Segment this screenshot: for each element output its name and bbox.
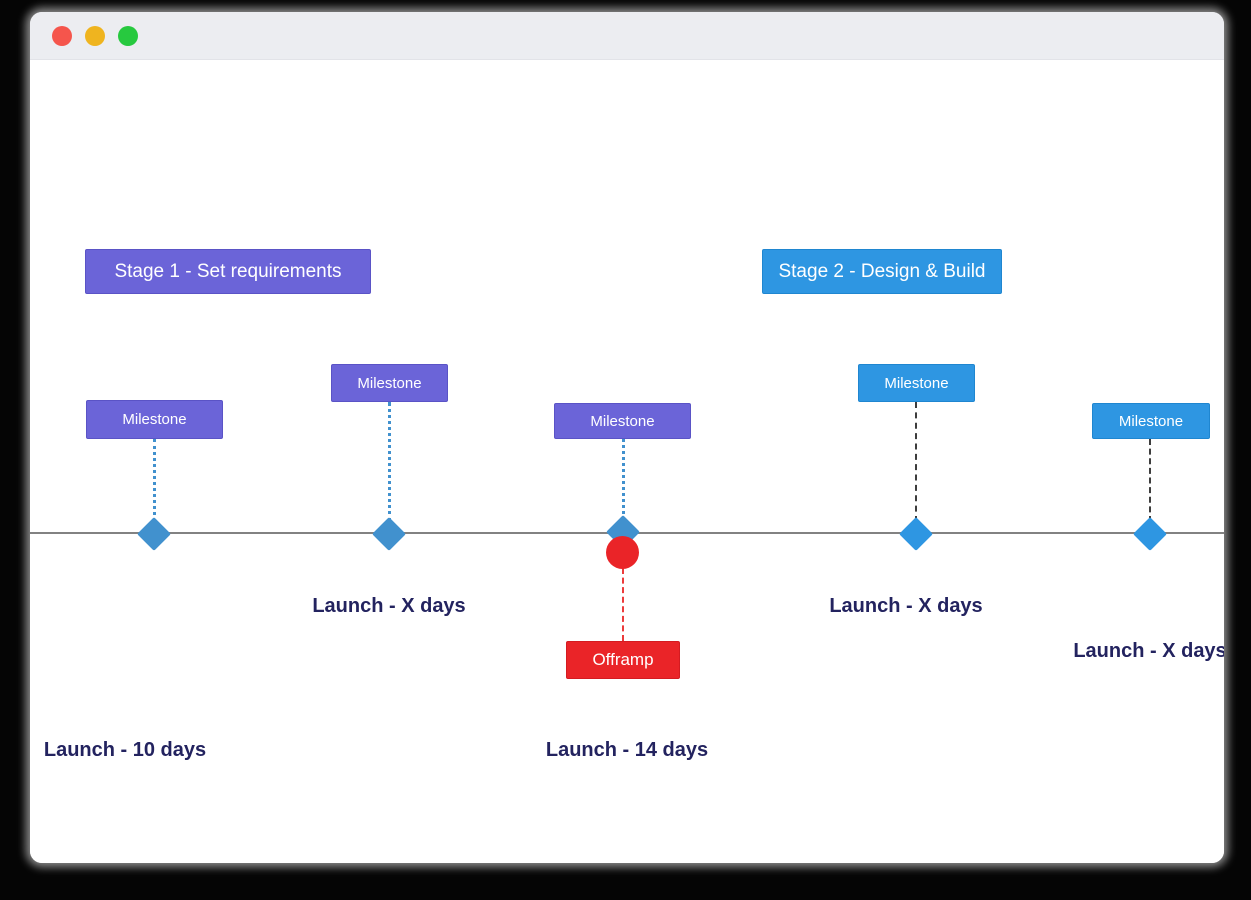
minimize-button[interactable] [85,25,105,46]
launch-label-5: Launch - X days [1073,640,1224,662]
milestone-2-connector [388,402,391,522]
timeline-canvas: Stage 1 - Set requirements Stage 2 - Des… [30,60,1224,863]
offramp-circle-marker[interactable] [606,536,639,569]
offramp-connector [622,568,624,641]
zoom-button[interactable] [118,25,138,46]
app-window: Stage 1 - Set requirements Stage 2 - Des… [30,12,1224,863]
window-titlebar [30,12,1224,60]
offramp-node[interactable]: Offramp [566,641,680,679]
launch-label-4: Launch - X days [829,595,983,617]
milestone-1-connector [153,439,156,522]
milestone-3-node[interactable]: Milestone [554,403,691,439]
launch-label-2: Launch - X days [312,595,466,617]
milestone-1-diamond-marker[interactable] [137,517,171,551]
milestone-5-connector [1149,439,1151,522]
milestone-2-node[interactable]: Milestone [331,364,448,402]
milestone-5-node[interactable]: Milestone [1092,403,1210,439]
milestone-2-diamond-marker[interactable] [372,517,406,551]
milestone-4-node[interactable]: Milestone [858,364,975,402]
launch-label-1: Launch - 10 days [43,739,207,761]
stage-1-node[interactable]: Stage 1 - Set requirements [85,249,371,294]
milestone-3-connector [622,439,625,520]
launch-label-3: Launch - 14 days [545,739,709,761]
close-button[interactable] [52,25,72,46]
stage-2-node[interactable]: Stage 2 - Design & Build [762,249,1002,294]
milestone-1-node[interactable]: Milestone [86,400,223,439]
milestone-4-diamond-marker[interactable] [899,517,933,551]
milestone-5-diamond-marker[interactable] [1133,517,1167,551]
milestone-4-connector [915,402,917,522]
